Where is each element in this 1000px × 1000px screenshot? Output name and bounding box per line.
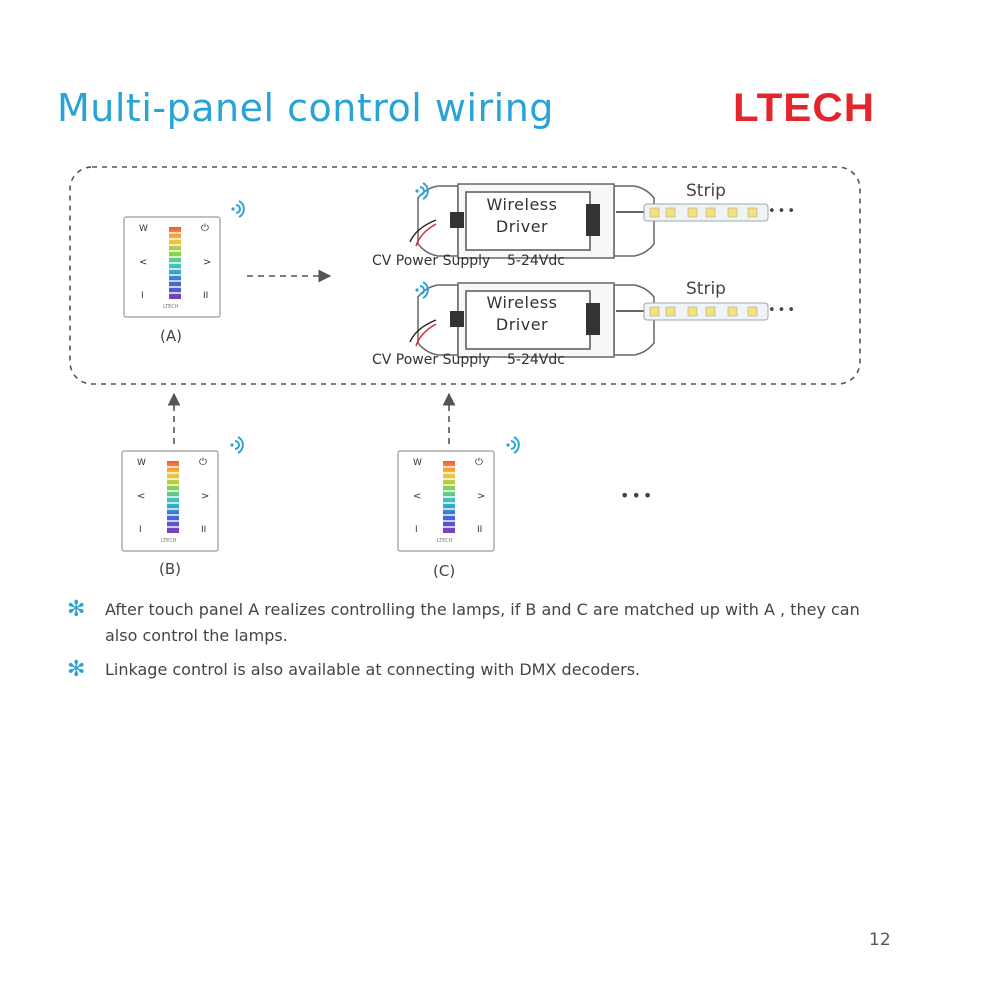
panel-b-one-key: I xyxy=(139,525,142,535)
panel-a-one-key: I xyxy=(141,291,144,301)
panel-a-pause-key: II xyxy=(203,291,209,301)
panel-c-brand: LTECH xyxy=(437,538,453,544)
led-strip-1 xyxy=(643,203,769,222)
ltech-logo: LTECH xyxy=(733,86,876,130)
voltage-1-label: 5-24Vdc xyxy=(507,253,565,269)
led-strip-2 xyxy=(643,302,769,321)
panel-b-left-key: < xyxy=(137,491,146,502)
panel-b-label: (B) xyxy=(159,560,181,578)
panel-a-brand: LTECH xyxy=(163,304,179,310)
strip-2-continuation: ••• xyxy=(768,303,798,318)
panel-a-right-key: > xyxy=(203,257,212,268)
panel-c-left-key: < xyxy=(413,491,422,502)
panel-c-one-key: I xyxy=(415,525,418,535)
page-title: Multi-panel control wiring xyxy=(57,86,554,130)
driver-1-label: Wireless Driver xyxy=(486,195,558,236)
panel-b-brand: LTECH xyxy=(161,538,177,544)
panel-a-left-key: < xyxy=(139,257,148,268)
panel-a-label: (A) xyxy=(160,327,182,345)
voltage-2-label: 5-24Vdc xyxy=(507,352,565,368)
panel-b-right-key: > xyxy=(201,491,210,502)
strip-1-continuation: ••• xyxy=(768,204,798,219)
wireless-signal-icon xyxy=(230,200,245,218)
note-1-text: After touch panel A realizes controlling… xyxy=(105,600,860,645)
wireless-driver-2 xyxy=(409,281,655,358)
note-1: ✻ After touch panel A realizes controlli… xyxy=(67,597,867,649)
panel-c-w-key: W xyxy=(413,458,422,468)
wireless-driver-1 xyxy=(409,182,655,259)
panel-c-label: (C) xyxy=(433,562,456,580)
panel-c-power-key: ⏻ xyxy=(475,457,483,468)
asterisk-bullet-icon: ✻ xyxy=(67,597,86,622)
driver-2-label: Wireless Driver xyxy=(486,293,558,334)
wireless-signal-icon xyxy=(229,436,244,454)
strip-2-label: Strip xyxy=(686,279,726,299)
control-group-boundary xyxy=(69,166,861,385)
panel-a-power-key: ⏻ xyxy=(201,223,209,234)
panel-b-pause-key: II xyxy=(201,525,207,535)
panel-b-power-key: ⏻ xyxy=(199,457,207,468)
panel-c-right-key: > xyxy=(477,491,486,502)
note-2-text: Linkage control is also available at con… xyxy=(105,660,641,679)
panel-a-w-key: W xyxy=(139,224,148,234)
page-number: 12 xyxy=(869,930,891,950)
note-2: ✻ Linkage control is also available at c… xyxy=(67,657,867,683)
power-supply-2-label: CV Power Supply xyxy=(372,352,491,368)
asterisk-bullet-icon: ✻ xyxy=(67,657,86,682)
strip-1-label: Strip xyxy=(686,181,726,201)
panel-b-w-key: W xyxy=(137,458,146,468)
wireless-signal-icon xyxy=(505,436,520,454)
power-supply-1-label: CV Power Supply xyxy=(372,253,491,269)
more-panels-ellipsis: ••• xyxy=(620,486,655,505)
panel-c-pause-key: II xyxy=(477,525,483,535)
